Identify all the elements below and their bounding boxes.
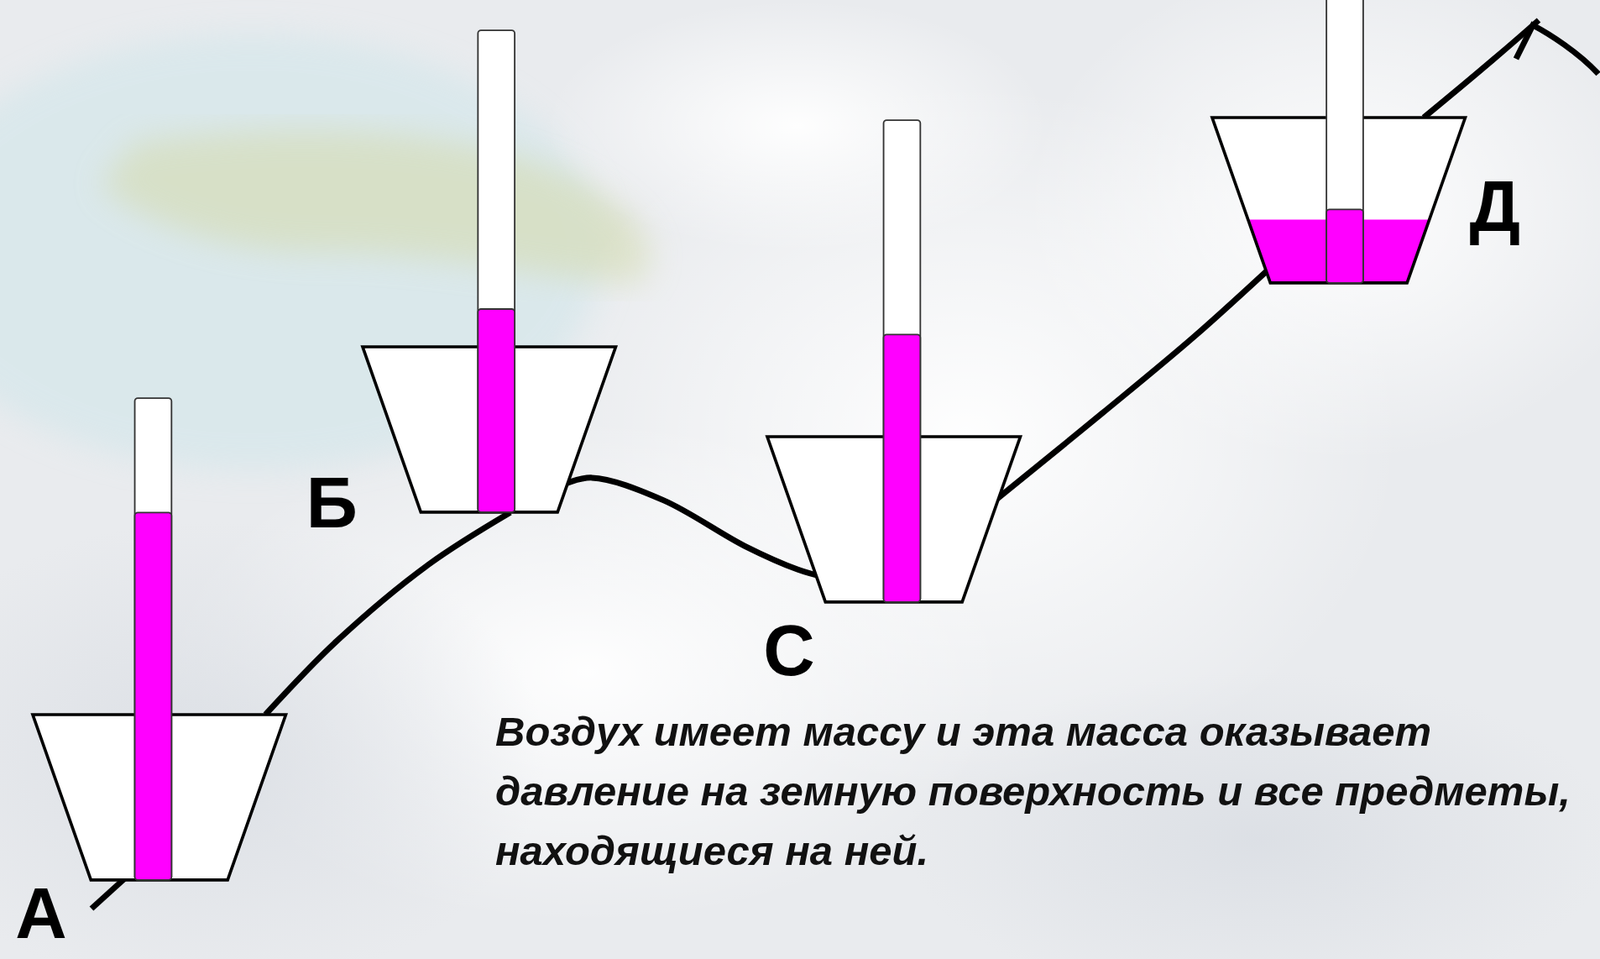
barometer-cup: Б [362,346,616,513]
barometer-cup: А [32,714,286,880]
liquid-column [477,308,515,513]
barometer-cup: Д [1212,117,1465,283]
point-letter: А [15,877,67,949]
caption-text: Воздух имеет массу и эта масса оказывает… [495,701,1587,881]
glass-tube [1326,0,1364,283]
liquid-column [883,334,921,602]
terrain-mark [1516,25,1599,74]
glass-tube [134,397,172,880]
barometer-shape [362,346,616,513]
terrain-line [265,512,511,715]
point-letter: С [763,614,815,686]
barometer-shape [767,436,1020,602]
barometer-cup: С [767,436,1020,602]
liquid-column [134,512,172,880]
terrain-line [996,262,1276,500]
point-letter: Д [1469,170,1521,242]
cloud [1024,0,1600,462]
barometer-shape [1212,117,1465,283]
terrain-line [1423,20,1539,118]
liquid-column [1326,209,1364,283]
cloud [545,0,1050,252]
point-letter: Б [306,466,358,539]
cloud-shadow [0,520,546,959]
barometer-shape [32,714,286,880]
glass-tube [477,30,515,513]
glass-tube [883,120,921,602]
